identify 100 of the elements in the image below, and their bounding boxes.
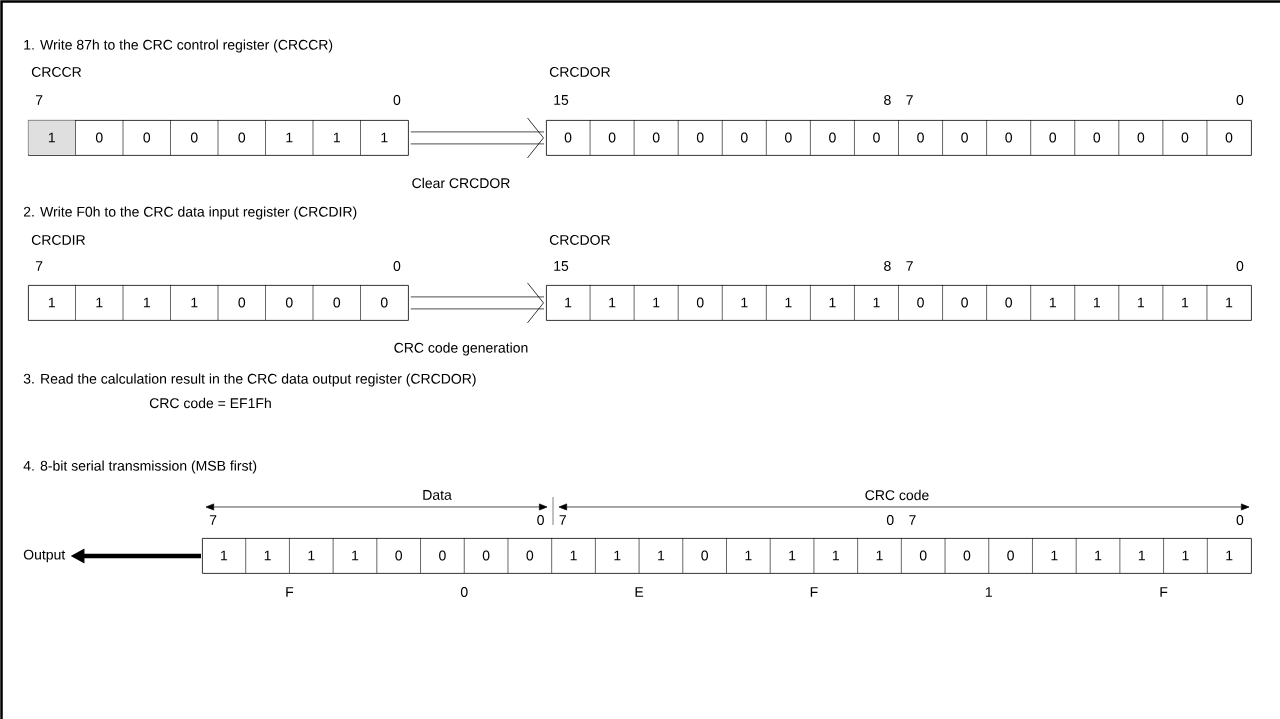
bit-value: 1 — [741, 297, 748, 308]
bit-number: 7 — [909, 515, 916, 525]
register-box — [546, 67, 1252, 156]
bit-value: 1 — [264, 550, 271, 561]
bit-value: 0 — [785, 132, 792, 143]
bit-value: 1 — [1051, 550, 1058, 561]
bit-number: 7 — [35, 261, 43, 271]
bit-value: 1 — [1226, 550, 1233, 561]
bit-value: 0 — [439, 550, 446, 561]
bit-value: 0 — [1181, 132, 1189, 143]
step-heading: 3. Read the calculation result in the CRC data output register (CRCDOR) — [23, 373, 476, 387]
bit-value: 0 — [1005, 297, 1012, 308]
bit-value: 0 — [1007, 550, 1014, 561]
bit-value: 1 — [48, 297, 55, 308]
bit-value: 1 — [789, 550, 796, 561]
bit-value: 1 — [1095, 550, 1102, 561]
bit-value: 0 — [740, 132, 748, 143]
hex-digit: 0 — [460, 587, 468, 597]
result-text: CRC code = EF1Fh — [149, 397, 271, 409]
bit-value: 1 — [96, 297, 103, 308]
step-heading: 4. 8-bit serial transmission (MSB first) — [23, 460, 257, 474]
register-name: CRCDIR — [31, 235, 85, 245]
dimension-label: CRC code — [865, 489, 929, 501]
bit-value: 0 — [961, 297, 968, 308]
bit-value: 1 — [565, 297, 572, 308]
bit-value: 1 — [286, 132, 293, 143]
dimension-label: Data — [423, 490, 452, 500]
register-box — [28, 235, 409, 321]
output-label: Output — [23, 549, 66, 563]
bit-number: 7 — [559, 515, 566, 525]
step-heading: 2. Write F0h to the CRC data input register (CRCDIR) — [23, 206, 357, 220]
bit-value: 0 — [380, 297, 388, 308]
hex-digit: F — [286, 587, 294, 597]
bit-number: 7 — [35, 95, 43, 105]
bit-value: 1 — [1182, 297, 1189, 308]
bit-value: 0 — [696, 297, 704, 308]
bit-value: 0 — [829, 132, 836, 143]
bit-value: 1 — [873, 297, 880, 308]
bit-number: 0 — [1236, 261, 1244, 271]
bit-value: 1 — [876, 550, 883, 561]
bit-number: 8 — [884, 95, 891, 105]
bit-number: 15 — [554, 261, 569, 271]
bit-value: 0 — [482, 550, 490, 561]
bit-value: 1 — [191, 297, 198, 308]
bit-value: 1 — [1138, 550, 1145, 561]
bit-value: 1 — [1049, 297, 1056, 308]
bit-value: 0 — [652, 132, 660, 143]
bit-value: 0 — [1005, 132, 1012, 143]
bit-value: 1 — [308, 550, 315, 561]
bit-value: 1 — [333, 132, 340, 143]
bit-value: 1 — [653, 297, 660, 308]
bit-number: 7 — [906, 261, 913, 271]
bit-value: 0 — [143, 132, 151, 143]
bit-value: 0 — [190, 132, 198, 143]
bit-value: 0 — [919, 550, 927, 561]
bit-number: 0 — [1236, 515, 1244, 525]
arrow — [410, 117, 545, 159]
bit-value: 1 — [614, 550, 621, 561]
bit-value: 0 — [1137, 132, 1145, 143]
bit-number: 0 — [1236, 95, 1244, 105]
hex-digit: E — [635, 587, 644, 597]
bit-number: 0 — [886, 515, 894, 525]
bit-value: 1 — [658, 550, 665, 561]
bit-value: 1 — [1093, 297, 1100, 308]
bit-value: 1 — [745, 550, 752, 561]
register-box — [202, 515, 1252, 597]
bit-value: 1 — [785, 297, 792, 308]
arrow — [410, 282, 545, 324]
bit-value: 0 — [285, 297, 293, 308]
bit-value: 1 — [609, 297, 616, 308]
bit-value: 0 — [1225, 132, 1233, 143]
bit-number: 0 — [393, 261, 401, 271]
bit-value: 0 — [701, 550, 708, 561]
bit-value: 1 — [48, 132, 55, 143]
bit-number: 15 — [554, 95, 569, 105]
bit-value: 0 — [961, 132, 968, 143]
bit-value: 0 — [238, 297, 246, 308]
bit-number: 0 — [393, 95, 401, 105]
bit-value: 1 — [1182, 550, 1189, 561]
bit-number: 0 — [537, 515, 544, 525]
register-name: CRCDOR — [549, 235, 610, 245]
bit-value: 0 — [238, 132, 246, 143]
bit-value: 1 — [832, 550, 839, 561]
bit-value: 0 — [963, 550, 971, 561]
bit-value: 1 — [829, 297, 836, 308]
register-name: CRCDOR — [549, 67, 610, 77]
bit-value: 1 — [381, 132, 388, 143]
bit-value: 0 — [608, 132, 616, 143]
edge-label: CRC code generation — [394, 342, 528, 356]
bit-value: 0 — [873, 132, 880, 143]
bit-value: 0 — [526, 550, 534, 561]
bit-value: 0 — [333, 297, 341, 308]
hex-digit: F — [810, 587, 818, 597]
step-heading: 1. Write 87h to the CRC control register (CRCCR) — [24, 39, 333, 53]
bit-number: 7 — [209, 515, 217, 525]
bit-value: 0 — [696, 132, 704, 143]
bit-value: 1 — [143, 297, 150, 308]
bit-value: 0 — [1093, 132, 1101, 143]
bit-value: 0 — [564, 132, 572, 143]
register-name: CRCCR — [31, 67, 82, 77]
